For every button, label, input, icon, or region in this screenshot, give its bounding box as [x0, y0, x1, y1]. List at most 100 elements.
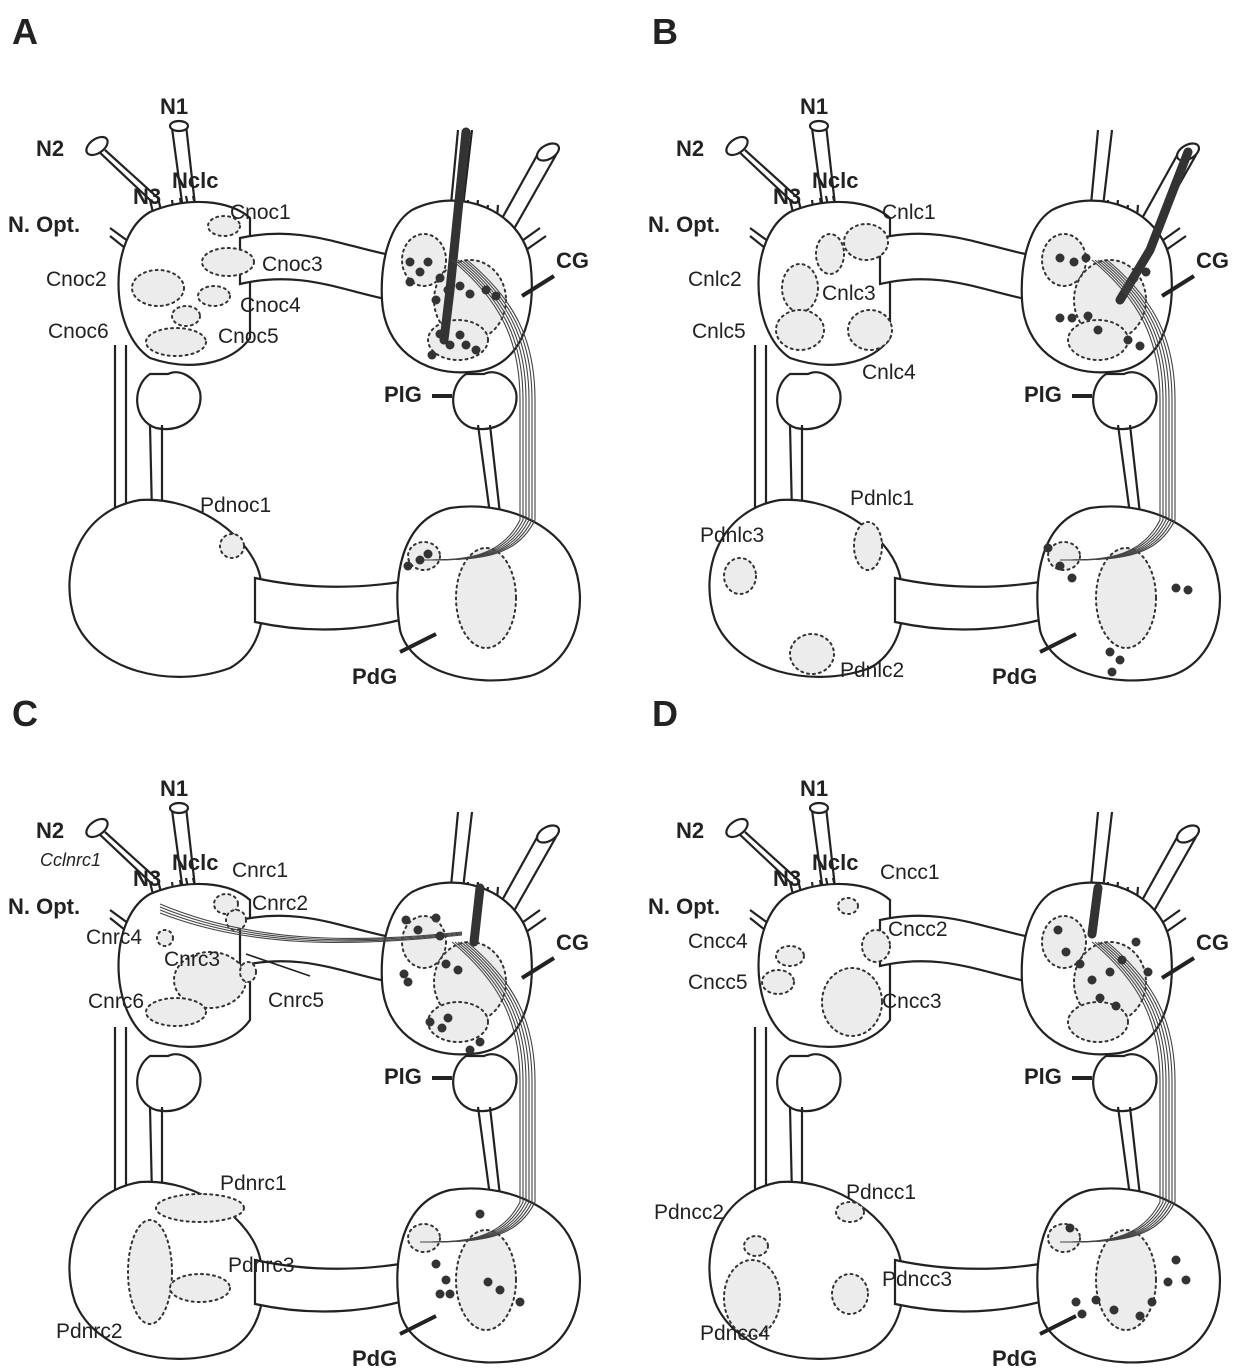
nerve-label-nopt: N. Opt.	[648, 212, 720, 237]
soma-dot	[428, 351, 437, 360]
ganglion-label-plg: PlG	[384, 382, 422, 407]
nerve-label-n1: N1	[160, 94, 188, 119]
soma-dot	[416, 268, 425, 277]
soma-dot	[1054, 926, 1063, 935]
soma-dot	[1148, 1298, 1157, 1307]
soma-dot	[456, 331, 465, 340]
cluster-label: Pdncc4	[700, 1322, 770, 1345]
ganglion-label-cg: CG	[556, 930, 589, 955]
soma-dot	[1076, 960, 1085, 969]
soma-dot	[472, 346, 481, 355]
soma-dot	[436, 1290, 445, 1299]
soma-dot	[1056, 254, 1065, 263]
ganglion-label-plg: PlG	[384, 1064, 422, 1089]
panel-letter: B	[652, 11, 678, 52]
neuron-cluster	[198, 286, 230, 306]
soma-dot	[1066, 1224, 1075, 1233]
cluster-label: Cnrc1	[232, 859, 288, 882]
soma-dot	[1172, 584, 1181, 593]
nerve-label-nclc: Nclc	[172, 850, 218, 875]
soma-dot	[1096, 994, 1105, 1003]
cluster-label: Cncc5	[688, 971, 748, 994]
soma-dot	[436, 274, 445, 283]
soma-dot	[444, 286, 453, 295]
soma-dot	[1142, 268, 1151, 277]
soma-dot	[454, 966, 463, 975]
target-region	[428, 1002, 488, 1042]
soma-dot	[442, 1276, 451, 1285]
neuron-cluster	[744, 1236, 768, 1256]
cluster-label: Cnoc5	[218, 325, 279, 348]
ganglion-label-cg: CG	[1196, 248, 1229, 273]
soma-dot	[400, 970, 409, 979]
cluster-label: Cnrc5	[268, 989, 324, 1012]
nerve-label-nopt: N. Opt.	[8, 894, 80, 919]
soma-dot	[1068, 574, 1077, 583]
panel-letter: C	[12, 693, 38, 734]
cluster-label: Cnoc6	[48, 320, 109, 343]
ganglion-label-cg: CG	[556, 248, 589, 273]
neuron-cluster	[132, 270, 184, 306]
soma-dot	[484, 1278, 493, 1287]
nerve-label-n3: N3	[773, 184, 801, 209]
cluster-label: Cnlc4	[862, 361, 916, 384]
soma-dot	[516, 1298, 525, 1307]
neuron-cluster	[790, 634, 834, 674]
cluster-label: Cncc3	[882, 990, 942, 1013]
soma-dot	[1062, 948, 1071, 957]
cluster-label: Cnrc4	[86, 926, 142, 949]
nerve-label-nclc: Nclc	[812, 850, 858, 875]
nerve-label-nclc: Nclc	[172, 168, 218, 193]
cluster-label: Pdncc1	[846, 1181, 916, 1204]
nerve-label-n2: N2	[36, 136, 64, 161]
neuron-cluster	[776, 946, 804, 966]
neuron-cluster	[862, 930, 890, 962]
neuron-cluster	[220, 534, 244, 558]
soma-dot	[438, 1024, 447, 1033]
neuron-cluster	[146, 998, 206, 1026]
soma-dot	[432, 296, 441, 305]
cluster-label: Pdnlc1	[850, 487, 914, 510]
neuron-cluster	[762, 970, 794, 994]
soma-dot	[1044, 544, 1053, 553]
soma-dot	[466, 1046, 475, 1055]
soma-dot	[1068, 314, 1077, 323]
soma-dot	[1172, 1256, 1181, 1265]
soma-dot	[1110, 1306, 1119, 1315]
soma-dot	[476, 1038, 485, 1047]
nerve-label-n3: N3	[773, 866, 801, 891]
neuron-cluster	[170, 1274, 230, 1302]
soma-dot	[406, 258, 415, 267]
cluster-label: Cnoc3	[262, 253, 323, 276]
neuron-cluster	[776, 310, 824, 350]
soma-dot	[1056, 562, 1065, 571]
nerve-label-n2: N2	[676, 818, 704, 843]
panel-letter: A	[12, 11, 38, 52]
neuron-cluster	[832, 1274, 868, 1314]
soma-dot	[1136, 342, 1145, 351]
cluster-label: Pdnrc1	[220, 1172, 287, 1195]
target-region	[402, 916, 446, 968]
ganglion-label-pdg: PdG	[352, 1346, 397, 1368]
soma-dot	[496, 1286, 505, 1295]
soma-dot	[442, 960, 451, 969]
soma-dot	[1184, 586, 1193, 595]
soma-dot	[1164, 1278, 1173, 1287]
cluster-label: Cnrc6	[88, 990, 144, 1013]
soma-dot	[404, 978, 413, 987]
ganglion-label-pdg: PdG	[352, 664, 397, 689]
ganglion-label-pdg: PdG	[992, 1346, 1037, 1368]
soma-dot	[1056, 314, 1065, 323]
cluster-label: Cnoc1	[230, 201, 291, 224]
soma-dot	[1094, 326, 1103, 335]
cluster-label: Cncc2	[888, 918, 948, 941]
ganglion-label-plg: PlG	[1024, 1064, 1062, 1089]
target-region	[456, 548, 516, 648]
target-region	[428, 320, 488, 360]
soma-dot	[406, 278, 415, 287]
soma-dot	[1108, 668, 1117, 677]
soma-dot	[1072, 1298, 1081, 1307]
neuron-cluster	[172, 306, 200, 326]
soma-dot	[466, 290, 475, 299]
ganglion-label-cg: CG	[1196, 930, 1229, 955]
